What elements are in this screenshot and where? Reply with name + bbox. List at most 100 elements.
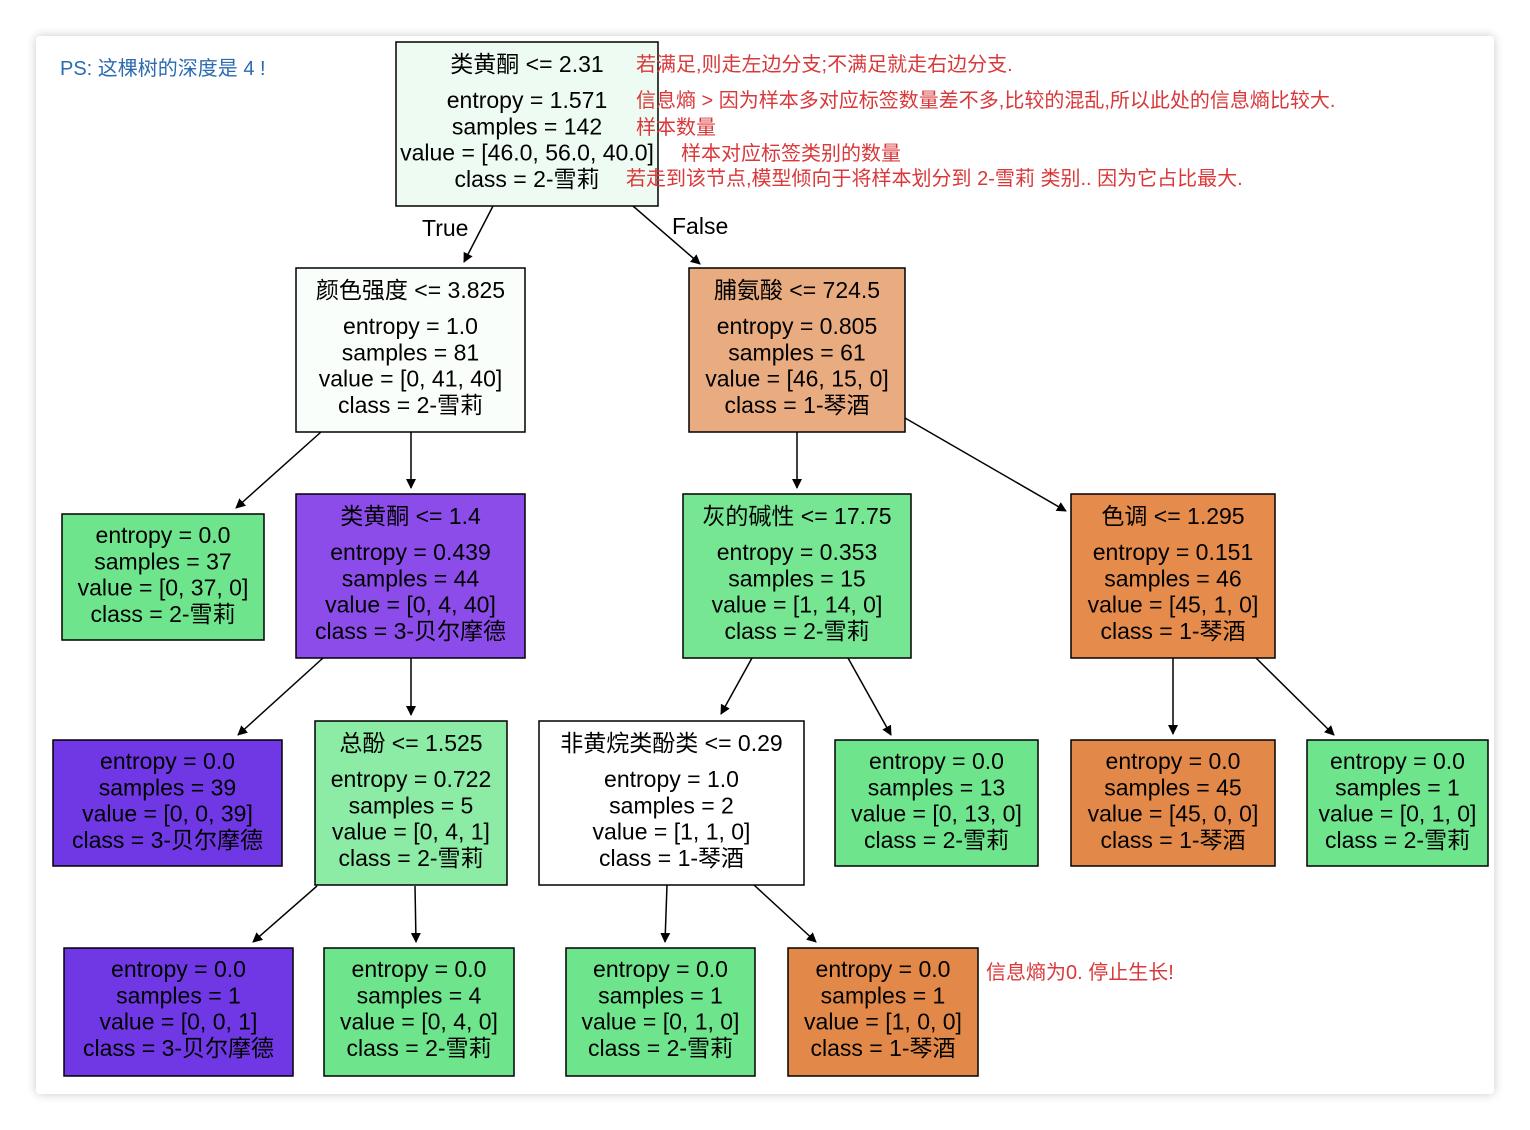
node-class: class = 2-雪莉 [346, 1035, 491, 1061]
node-class: class = 2-雪莉 [90, 601, 235, 627]
node-box [538, 720, 805, 886]
node-box [834, 739, 1039, 867]
edge-n0-n1 [463, 205, 494, 263]
edge-n9-n15 [660, 884, 671, 943]
node-class: class = 3-贝尔摩德 [83, 1035, 274, 1061]
node-entropy: entropy = 0.0 [100, 748, 235, 774]
node-entropy: entropy = 0.0 [869, 748, 1004, 774]
ps-note: PS: 这棵树的深度是 4 ! [60, 57, 266, 80]
node-box [61, 513, 265, 641]
node-class: class = 2-雪莉 [338, 845, 483, 871]
node-entropy: entropy = 0.0 [816, 956, 951, 982]
node-value: value = [45, 0, 0] [1088, 801, 1259, 827]
node-value: value = [46, 15, 0] [705, 366, 889, 392]
node-box [323, 947, 515, 1077]
node-value: value = [1, 14, 0] [712, 592, 883, 618]
node-entropy: entropy = 1.0 [343, 313, 478, 339]
node-class: class = 3-贝尔摩德 [72, 827, 263, 853]
node-value: value = [0, 4, 0] [340, 1009, 498, 1035]
node-entropy: entropy = 0.0 [96, 522, 231, 548]
node-entropy: entropy = 1.0 [604, 766, 739, 792]
node-class: class = 1-琴酒 [810, 1035, 955, 1061]
node-entropy: entropy = 0.0 [593, 956, 728, 982]
node-samples: samples = 15 [728, 565, 865, 591]
edge-n5-n10 [847, 657, 892, 736]
node-samples: samples = 1 [1335, 774, 1460, 800]
edge-n8-n14 [410, 885, 421, 943]
node-entropy: entropy = 0.439 [330, 539, 490, 565]
node-box [63, 947, 294, 1077]
node-class: class = 1-琴酒 [1100, 827, 1245, 853]
node-samples: samples = 2 [609, 792, 734, 818]
node-value: value = [1, 0, 0] [804, 1009, 962, 1035]
node-samples: samples = 1 [821, 982, 946, 1008]
node-value: value = [1, 1, 0] [593, 819, 751, 845]
node-samples: samples = 5 [349, 792, 474, 818]
node-samples: samples = 46 [1104, 565, 1241, 591]
node-split-rule: 类黄酮 <= 2.31 [450, 51, 603, 77]
node-split-rule: 类黄酮 <= 1.4 [340, 503, 481, 529]
node-value: value = [0, 0, 1] [100, 1009, 258, 1035]
node-class: class = 2-雪莉 [864, 827, 1009, 853]
node-samples: samples = 39 [99, 774, 236, 800]
node-entropy: entropy = 1.571 [447, 87, 607, 113]
node-box [52, 739, 283, 867]
node-class: class = 1-琴酒 [1100, 618, 1245, 644]
node-box [565, 947, 756, 1077]
node-samples: samples = 61 [728, 339, 865, 365]
node-value: value = [0, 1, 0] [1319, 801, 1477, 827]
annotation-branch-rule: 若满足,则走左边分支;不满足就走右边分支. [636, 53, 1013, 76]
node-split-rule: 非黄烷类酚类 <= 0.29 [560, 730, 782, 756]
annotation-value: 样本对应标签类别的数量 [681, 142, 901, 165]
edges-layer [235, 205, 1335, 943]
edge-n5-n9 [720, 657, 753, 715]
edge-n9-n16 [753, 884, 817, 943]
node-samples: samples = 37 [94, 548, 231, 574]
node-value: value = [45, 1, 0] [1088, 592, 1259, 618]
node-value: value = [0, 13, 0] [851, 801, 1022, 827]
node-split-rule: 颜色强度 <= 3.825 [316, 277, 505, 303]
node-split-rule: 色调 <= 1.295 [1101, 503, 1244, 529]
node-class: class = 3-贝尔摩德 [315, 618, 506, 644]
node-box [395, 41, 659, 207]
node-box [295, 267, 526, 433]
node-samples: samples = 142 [452, 113, 602, 139]
node-split-rule: 灰的碱性 <= 17.75 [702, 503, 891, 529]
node-value: value = [0, 41, 40] [319, 366, 503, 392]
node-entropy: entropy = 0.722 [331, 766, 491, 792]
node-value: value = [0, 37, 0] [78, 575, 249, 601]
annotation-stop-growing: 信息熵为0. 停止生长! [986, 961, 1174, 984]
node-class: class = 2-雪莉 [588, 1035, 733, 1061]
node-box [787, 947, 979, 1077]
edge-n8-n13 [252, 885, 318, 943]
node-value: value = [0, 1, 0] [582, 1009, 740, 1035]
node-samples: samples = 44 [342, 565, 480, 591]
node-samples: samples = 1 [116, 982, 241, 1008]
node-value: value = [46.0, 56.0, 40.0] [400, 140, 654, 166]
node-box [1070, 493, 1276, 659]
edge-n6-n12 [1255, 657, 1335, 736]
edge-n2-n6 [904, 417, 1067, 512]
node-samples: samples = 13 [868, 774, 1005, 800]
node-entropy: entropy = 0.151 [1093, 539, 1253, 565]
node-value: value = [0, 4, 1] [332, 819, 490, 845]
node-box [314, 720, 508, 886]
node-value: value = [0, 4, 40] [325, 592, 496, 618]
node-box [688, 267, 906, 433]
annotation-samples: 样本数量 [636, 116, 716, 139]
annotation-class: 若走到该节点,模型倾向于将样本划分到 2-雪莉 类别.. 因为它占比最大. [626, 167, 1243, 190]
node-box [295, 493, 526, 659]
